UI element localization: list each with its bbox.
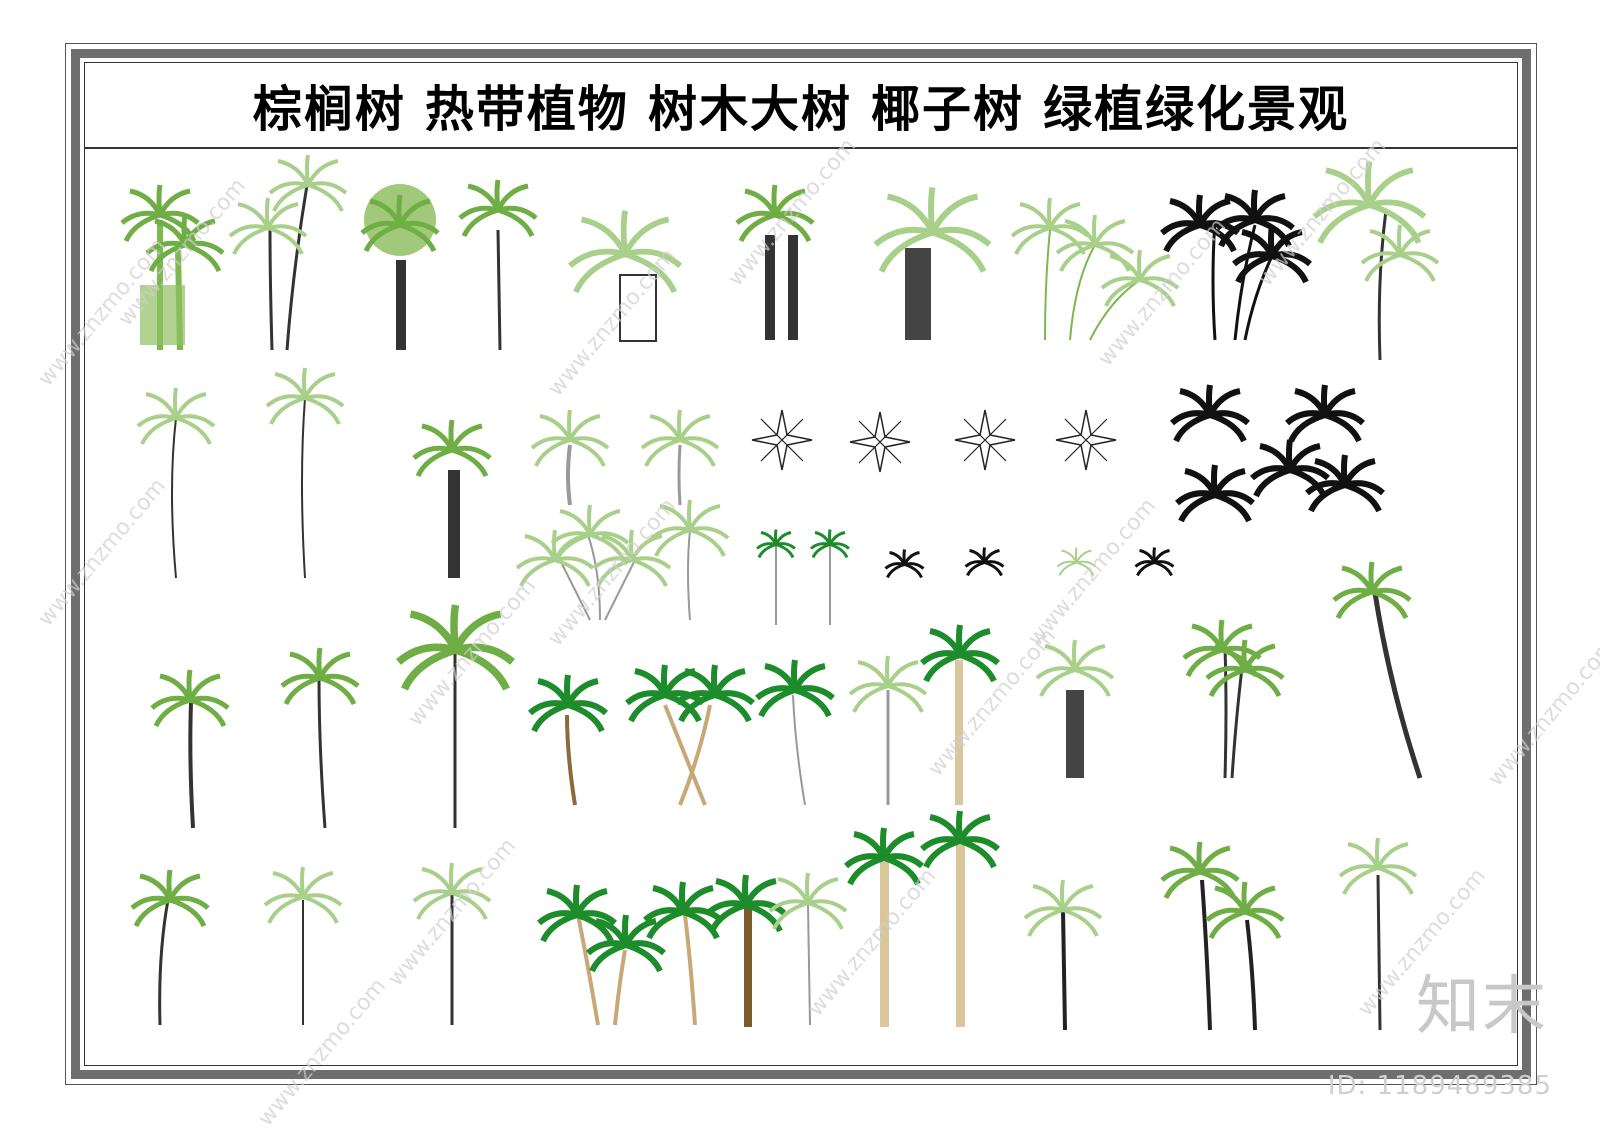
palm-39 xyxy=(922,811,998,1027)
palm-4 xyxy=(460,180,536,351)
palm-38 xyxy=(846,828,922,1027)
palm-5 xyxy=(570,211,680,342)
palm-14 xyxy=(530,408,610,506)
palm-12 xyxy=(265,366,345,579)
palm-24 xyxy=(627,665,753,806)
palm-6 xyxy=(737,185,813,340)
plan-black-5 xyxy=(964,546,1005,577)
palm-36 xyxy=(708,875,784,1027)
palm-19 xyxy=(809,528,851,625)
palm-7 xyxy=(876,188,990,340)
brand-logo: 知末 xyxy=(1416,970,1548,1044)
palm-25 xyxy=(757,660,833,806)
palm-20 xyxy=(152,670,228,829)
title-bar: 棕榈树 热带植物 树木大树 椰子树 绿植绿化景观 xyxy=(85,63,1517,149)
plan-black-1 xyxy=(1172,385,1248,441)
plan-star-2 xyxy=(849,411,911,473)
palm-29 xyxy=(1184,620,1283,779)
palm-34 xyxy=(539,885,664,1026)
palm-26 xyxy=(848,654,928,805)
plan-black-6 xyxy=(1134,546,1175,577)
image-id: ID: 1189489385 xyxy=(1327,1071,1552,1101)
palm-42 xyxy=(1338,836,1418,1031)
palm-30 xyxy=(1334,562,1423,779)
palm-8 xyxy=(1010,196,1180,341)
palm-33 xyxy=(412,861,492,1025)
plan-star-4 xyxy=(1055,409,1117,471)
palm-18 xyxy=(755,528,797,625)
plan-star-1 xyxy=(751,409,813,471)
plan-black-4 xyxy=(884,548,925,579)
palm-22 xyxy=(399,605,513,828)
plan-black-3 xyxy=(1252,385,1383,511)
palm-37 xyxy=(768,871,848,1026)
palm-32 xyxy=(263,865,343,1025)
palm-10 xyxy=(1314,162,1440,361)
palm-40 xyxy=(1023,878,1103,1031)
palm-17 xyxy=(650,498,730,621)
palm-15 xyxy=(640,408,720,506)
palm-31 xyxy=(132,870,208,1026)
palm-28 xyxy=(1035,638,1115,778)
palm-cluster-1 xyxy=(122,185,223,351)
palm-11 xyxy=(136,386,216,579)
palm-9 xyxy=(1162,190,1310,341)
palm-16 xyxy=(515,503,672,621)
palm-21 xyxy=(282,648,358,829)
palm-35 xyxy=(645,882,721,1026)
palm-27 xyxy=(922,625,998,805)
palm-41 xyxy=(1162,842,1283,1031)
page-title: 棕榈树 热带植物 树木大树 椰子树 绿植绿化景观 xyxy=(252,80,1350,138)
plan-star-3 xyxy=(954,409,1016,471)
palm-pair-1 xyxy=(228,153,348,351)
plan-black-2 xyxy=(1177,465,1253,521)
palm-3 xyxy=(362,184,438,350)
palm-23 xyxy=(530,675,606,806)
palm-13 xyxy=(414,420,490,578)
